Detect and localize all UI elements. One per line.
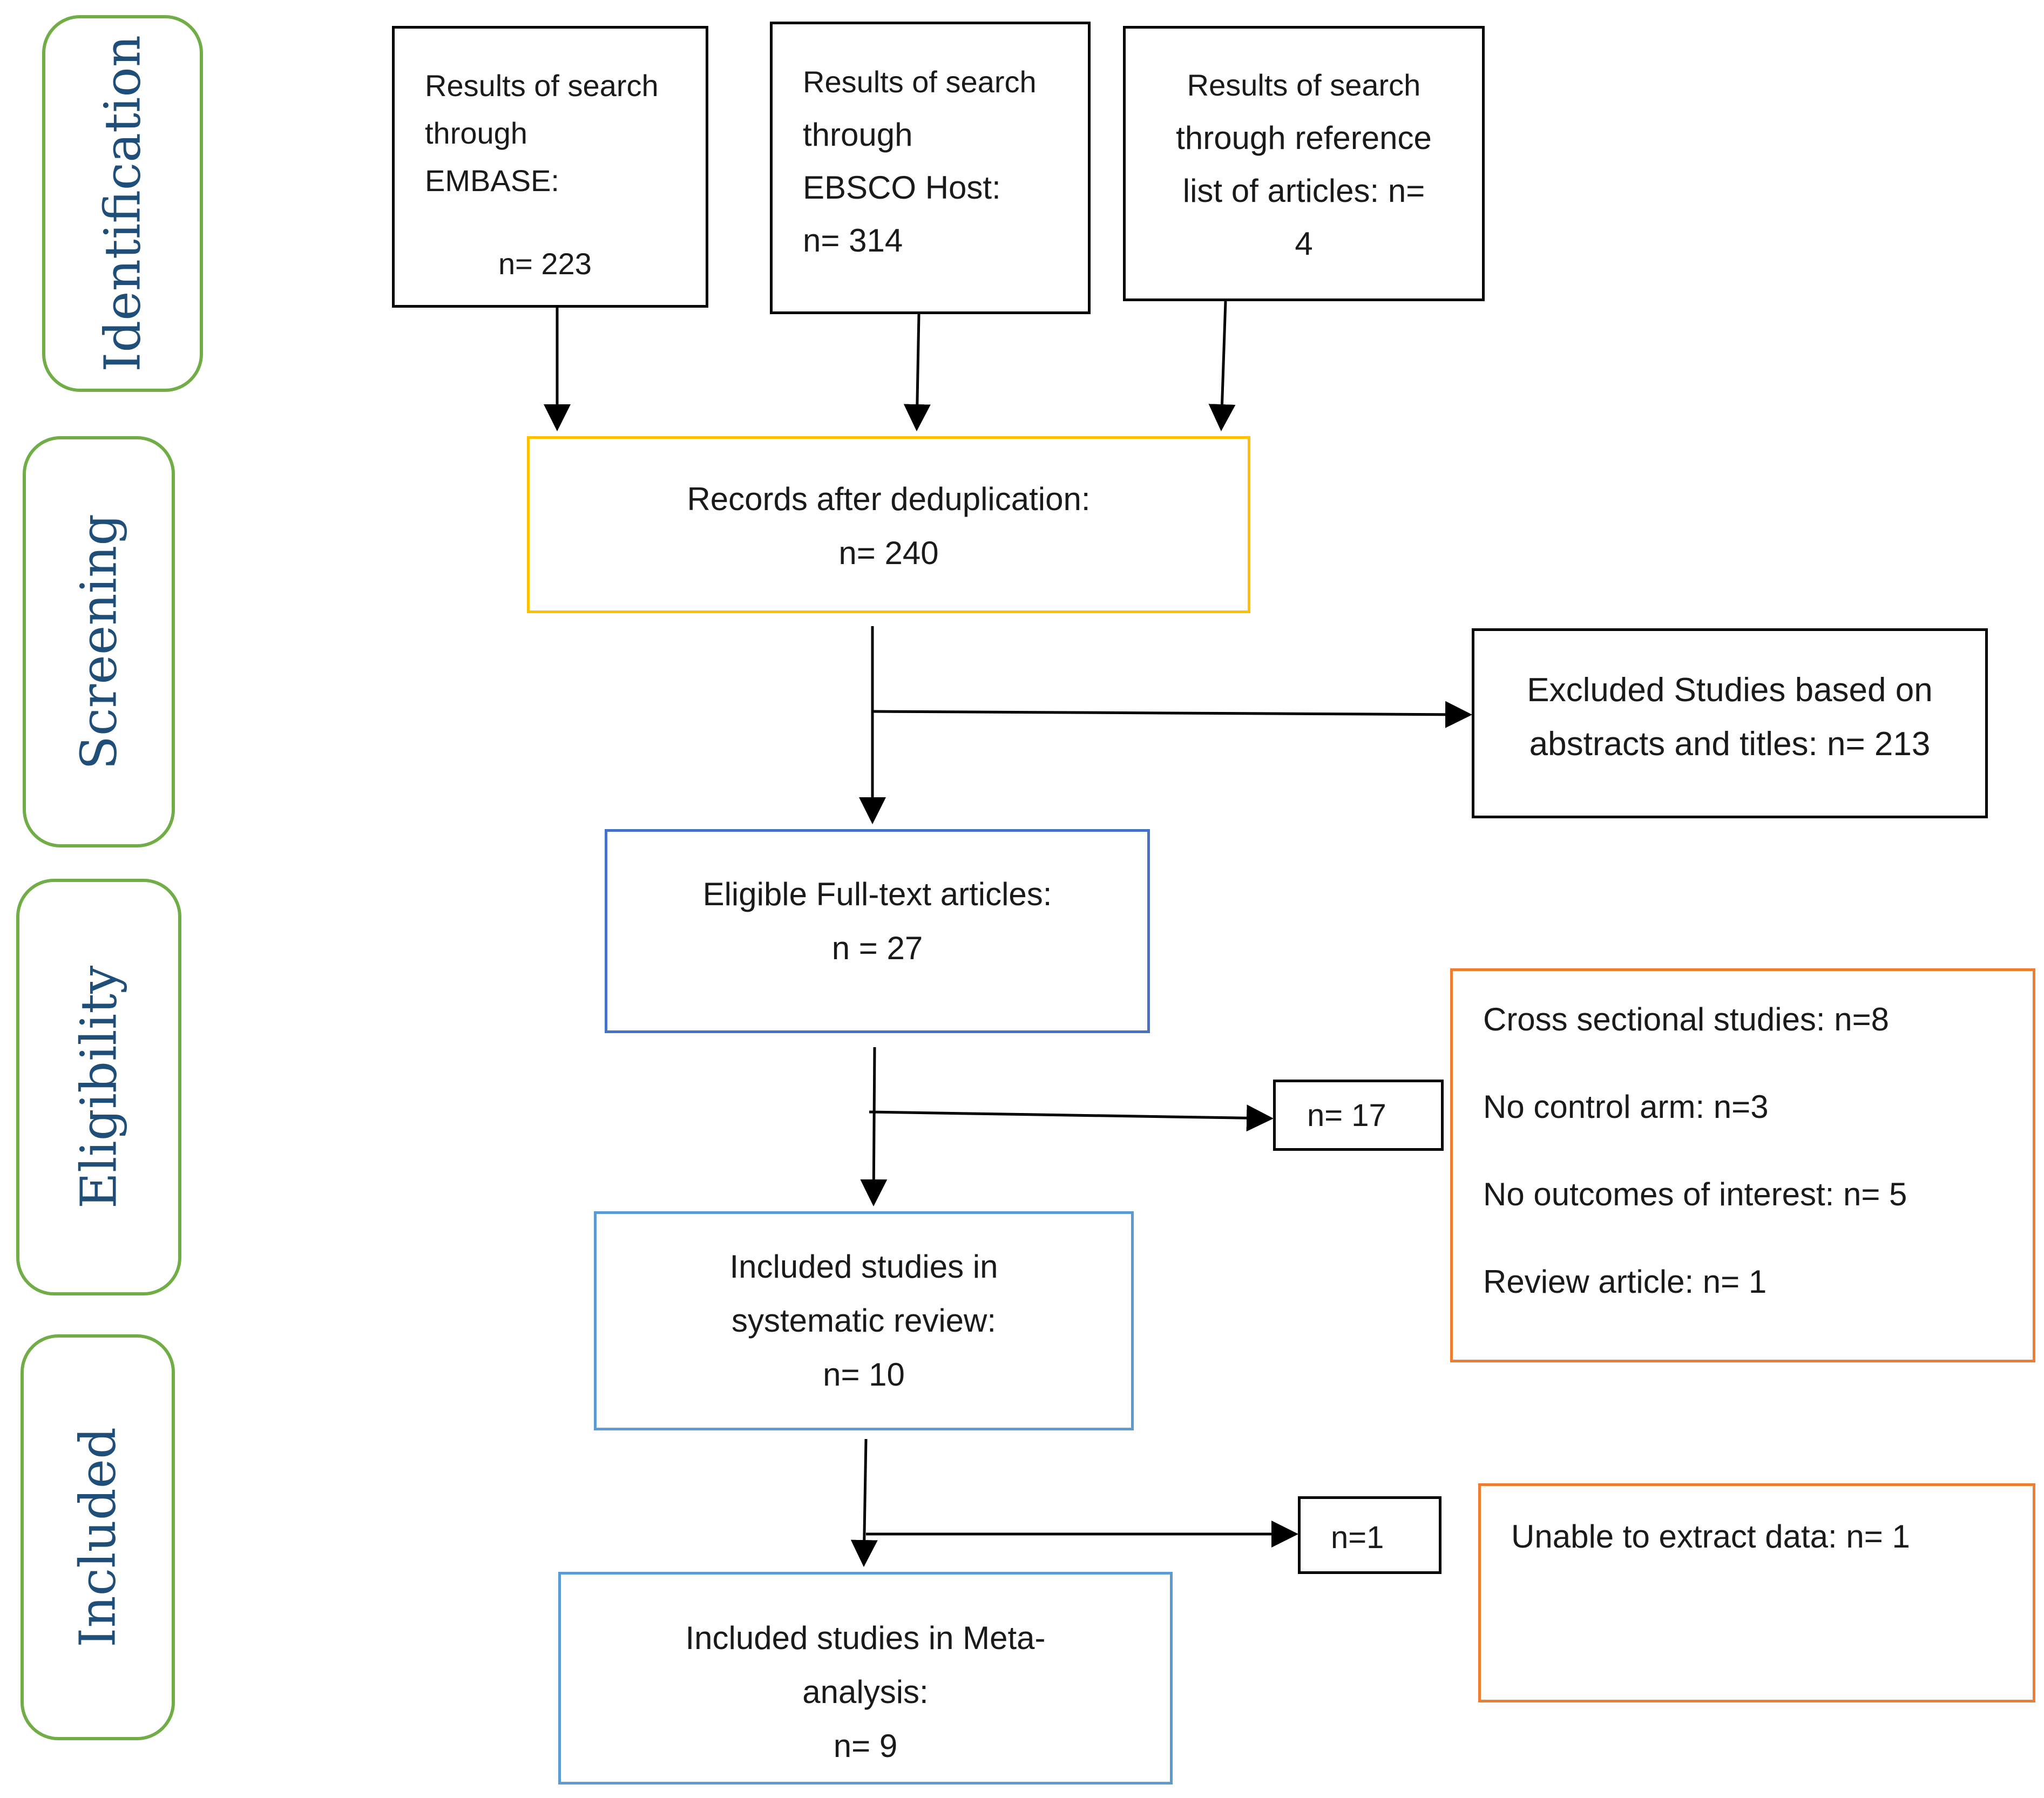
- eligible-fulltext-box: Eligible Full-text articles: n = 27: [605, 829, 1150, 1033]
- ebsco-line-1: Results of search: [803, 65, 1037, 99]
- arrow-ebsco-to-dedup: [903, 314, 931, 431]
- arrow-reference-to-dedup: [1208, 301, 1236, 431]
- systematic-count: n= 10: [823, 1356, 905, 1393]
- dedup-label: Records after deduplication:: [687, 481, 1091, 517]
- excluded-abstracts-line-2: abstracts and titles: n= 213: [1529, 725, 1931, 763]
- meta-count: n= 9: [833, 1728, 898, 1764]
- unable-label: Unable to extract data: n= 1: [1511, 1518, 1910, 1555]
- embase-count: n= 223: [498, 247, 592, 281]
- ebsco-line-2: through: [803, 117, 913, 153]
- arrow-eligible-to-systematic: [860, 1047, 888, 1206]
- ebsco-count: n= 314: [803, 222, 903, 259]
- exclusion-reasons-box: Cross sectional studies: n=8 No control …: [1450, 968, 2035, 1362]
- excluded-abstracts-line-1: Excluded Studies based on: [1527, 671, 1933, 709]
- reference-line-1: Results of search: [1187, 68, 1421, 102]
- reference-count: 4: [1295, 226, 1313, 262]
- dedup-count: n= 240: [838, 535, 939, 571]
- reference-line-2: through reference: [1176, 120, 1432, 156]
- excluded-meta-count: n=1: [1331, 1520, 1384, 1555]
- reference-line-3: list of articles: n=: [1182, 173, 1425, 209]
- systematic-review-box: Included studies in systematic review: n…: [594, 1211, 1134, 1430]
- systematic-line-2: systematic review:: [731, 1302, 997, 1339]
- excluded-fulltext-count-box: n= 17: [1273, 1080, 1444, 1151]
- reason-no-control-arm: No control arm: n=3: [1483, 1089, 1769, 1125]
- phase-identification: Identification: [42, 15, 203, 392]
- excluded-meta-count-box: n=1: [1298, 1496, 1441, 1574]
- embase-line-3: EMBASE:: [425, 164, 559, 198]
- arrow-to-excluded-fulltext: [869, 1104, 1274, 1132]
- phase-eligibility: Eligibility: [16, 879, 181, 1295]
- systematic-line-1: Included studies in: [729, 1249, 998, 1285]
- excluded-fulltext-count: n= 17: [1307, 1098, 1386, 1133]
- reason-cross-sectional: Cross sectional studies: n=8: [1483, 1001, 1890, 1037]
- unable-to-extract-box: Unable to extract data: n= 1: [1478, 1483, 2035, 1702]
- reference-list-results-box: Results of search through reference list…: [1123, 26, 1485, 301]
- arrow-to-excluded-abstracts: [872, 701, 1472, 728]
- reason-review-article: Review article: n= 1: [1483, 1264, 1767, 1300]
- deduplication-box: Records after deduplication: n= 240: [527, 436, 1250, 613]
- meta-line-2: analysis:: [802, 1674, 929, 1710]
- meta-analysis-box: Included studies in Meta- analysis: n= 9: [558, 1572, 1173, 1785]
- embase-line-1: Results of search: [425, 69, 659, 103]
- arrow-systematic-to-meta: [850, 1439, 878, 1567]
- ebsco-results-box: Results of search through EBSCO Host: n=…: [770, 22, 1091, 314]
- ebsco-line-3: EBSCO Host:: [803, 169, 1001, 206]
- phase-screening: Screening: [23, 436, 175, 847]
- embase-line-2: through: [425, 116, 527, 150]
- excluded-abstracts-box: Excluded Studies based on abstracts and …: [1472, 628, 1988, 818]
- embase-results-box: Results of search through EMBASE: n= 223: [392, 26, 708, 308]
- eligible-count: n = 27: [831, 930, 923, 966]
- meta-line-1: Included studies in Meta-: [685, 1620, 1046, 1656]
- reason-no-outcomes: No outcomes of interest: n= 5: [1483, 1176, 1907, 1212]
- phase-included: Included: [21, 1334, 175, 1740]
- eligible-label: Eligible Full-text articles:: [702, 876, 1052, 912]
